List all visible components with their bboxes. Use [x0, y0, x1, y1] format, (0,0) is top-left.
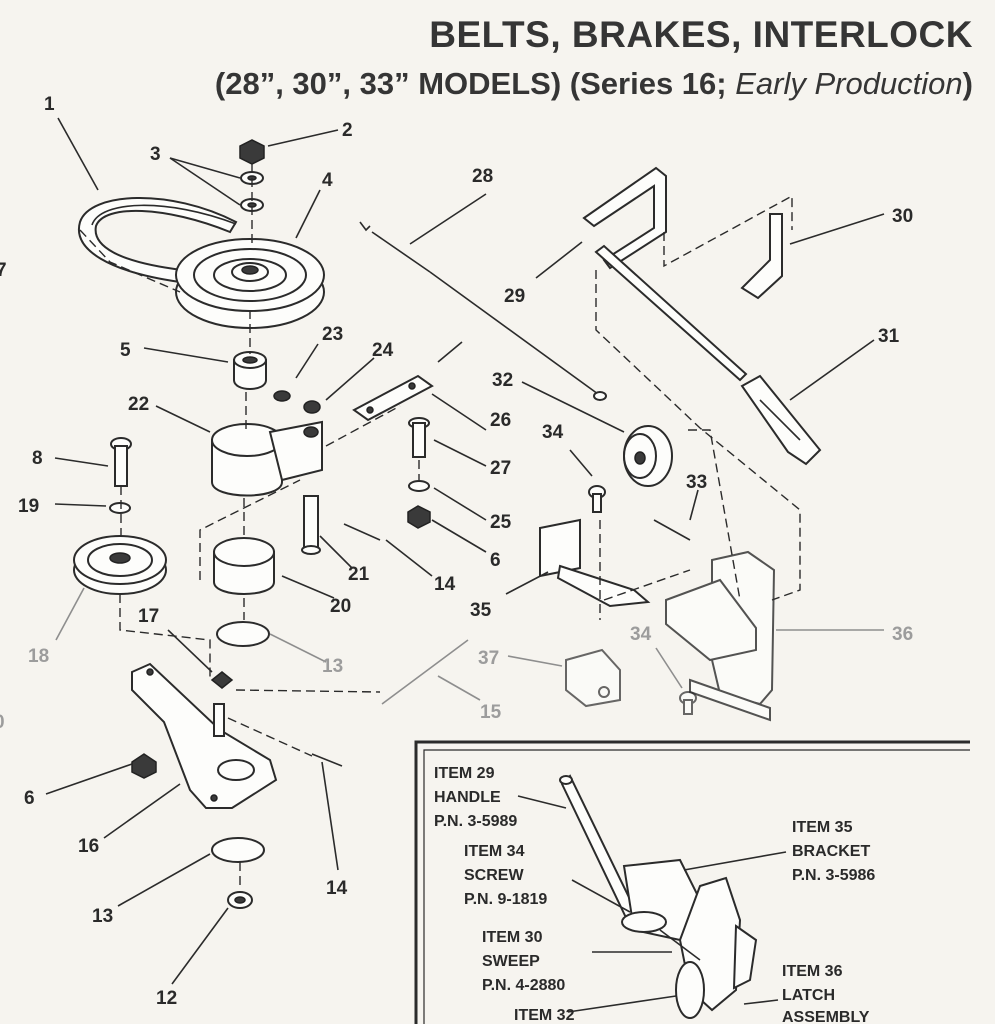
large-pulley	[175, 238, 325, 329]
callout-13-lower: 13	[92, 906, 113, 927]
inset-item36-label: ITEM 36	[782, 963, 843, 980]
callout-34-upper: 34	[542, 422, 564, 443]
subtitle-close: )	[962, 66, 973, 101]
callout-33: 33	[686, 472, 707, 493]
pin-14a	[343, 523, 381, 541]
callout-25: 25	[490, 512, 512, 533]
inset-detail: ITEM 29 HANDLE P.N. 3-5989 ITEM 34 SCREW…	[414, 740, 970, 1024]
pin-14b	[311, 753, 343, 767]
callout-2: 2	[342, 120, 353, 141]
inset-item34-pn: P.N. 9-1819	[464, 891, 547, 908]
callout-29: 29	[504, 286, 525, 307]
edge-fragment-0: 0	[0, 712, 5, 733]
callout-12: 12	[156, 988, 177, 1009]
callout-5: 5	[120, 340, 131, 361]
subtitle-production: Early Production	[735, 66, 963, 101]
callout-30: 30	[892, 206, 913, 227]
handle	[582, 166, 822, 466]
snap-ring	[216, 621, 270, 647]
screw-34-lower	[679, 691, 697, 715]
callout-20: 20	[330, 596, 351, 617]
inset-item35-name: BRACKET	[792, 843, 870, 860]
brake-arm	[131, 662, 278, 809]
page-subtitle: (28”, 30”, 33” MODELS) (Series 16; Early…	[215, 66, 973, 102]
callout-leaders	[45, 117, 885, 985]
callout-18: 18	[28, 646, 49, 667]
inset-item29-label: ITEM 29	[434, 765, 495, 782]
mounting-plate	[352, 374, 434, 422]
bolt-washer-nut-stack	[407, 417, 431, 529]
callout-17: 17	[138, 606, 159, 627]
nut-6	[131, 753, 157, 779]
callout-13-upper: 13	[322, 656, 343, 677]
bearing	[233, 351, 267, 390]
pivot-pin	[301, 495, 321, 555]
callout-4: 4	[322, 170, 333, 191]
small-spring	[437, 341, 463, 363]
callout-23: 23	[322, 324, 343, 345]
inset-item32-label: ITEM 32	[514, 1007, 575, 1024]
callout-16: 16	[78, 836, 99, 857]
callout-14-upper: 14	[434, 574, 456, 595]
inset-item36-name: LATCH	[782, 987, 835, 1004]
idler-pulley	[73, 535, 167, 595]
page-title: BELTS, BRAKES, INTERLOCK	[429, 14, 973, 55]
inset-item30-pn: P.N. 4-2880	[482, 977, 565, 994]
extension-spring	[381, 639, 469, 705]
inset-assembly-drawing	[559, 774, 758, 1019]
inset-item29-name: HANDLE	[434, 789, 501, 806]
screw-34	[588, 485, 606, 513]
callout-35: 35	[470, 600, 492, 621]
callout-22: 22	[128, 394, 149, 415]
inset-item34-label: ITEM 34	[464, 843, 525, 860]
bolt-8	[109, 437, 132, 514]
inset-item35-pn: P.N. 3-5986	[792, 867, 875, 884]
callout-28: 28	[472, 166, 493, 187]
edge-fragment-7: 7	[0, 260, 7, 281]
spacer-23	[273, 390, 291, 402]
inset-item36-name2: ASSEMBLY	[782, 1009, 870, 1024]
callout-34-lower: 34	[630, 624, 652, 645]
inset-item35-label: ITEM 35	[792, 819, 853, 836]
interlock-switch	[565, 648, 621, 708]
callout-19: 19	[18, 496, 39, 517]
inset-item30-name: SWEEP	[482, 953, 540, 970]
callout-8: 8	[32, 448, 43, 469]
assembly-lines	[79, 164, 801, 890]
inset-item30-label: ITEM 30	[482, 929, 543, 946]
callout-3: 3	[150, 144, 161, 165]
callout-6-right: 6	[490, 550, 501, 571]
callout-26: 26	[490, 410, 511, 431]
callout-24: 24	[372, 340, 394, 361]
callout-32: 32	[492, 370, 513, 391]
bracket-35	[539, 518, 651, 608]
subtitle-models: (28”, 30”, 33” MODELS) (Series 16;	[214, 66, 736, 101]
inset-item29-pn: P.N. 3-5989	[434, 813, 517, 830]
callout-1: 1	[44, 94, 55, 115]
callout-37: 37	[478, 648, 499, 669]
latch-assembly	[665, 550, 776, 722]
sweep	[740, 213, 783, 300]
spacer-20	[213, 537, 275, 595]
callout-21: 21	[348, 564, 370, 585]
callout-27: 27	[490, 458, 511, 479]
snap-ring-lower	[211, 837, 265, 863]
callout-numbers: 1 2 3 4 5 23 24 22 26 27 25 6 8 19 21 14…	[0, 94, 913, 1009]
brake-cable	[359, 221, 607, 401]
callout-36: 36	[892, 624, 913, 645]
spring-33	[653, 519, 691, 541]
callout-15: 15	[480, 702, 502, 723]
idler-bracket	[211, 420, 323, 497]
cable-pulley	[623, 425, 673, 487]
inset-item34-name: SCREW	[464, 867, 524, 884]
callout-6-left: 6	[24, 788, 35, 809]
spacer-24	[303, 400, 321, 414]
callout-31: 31	[878, 326, 900, 347]
callout-14-lower: 14	[326, 878, 348, 899]
